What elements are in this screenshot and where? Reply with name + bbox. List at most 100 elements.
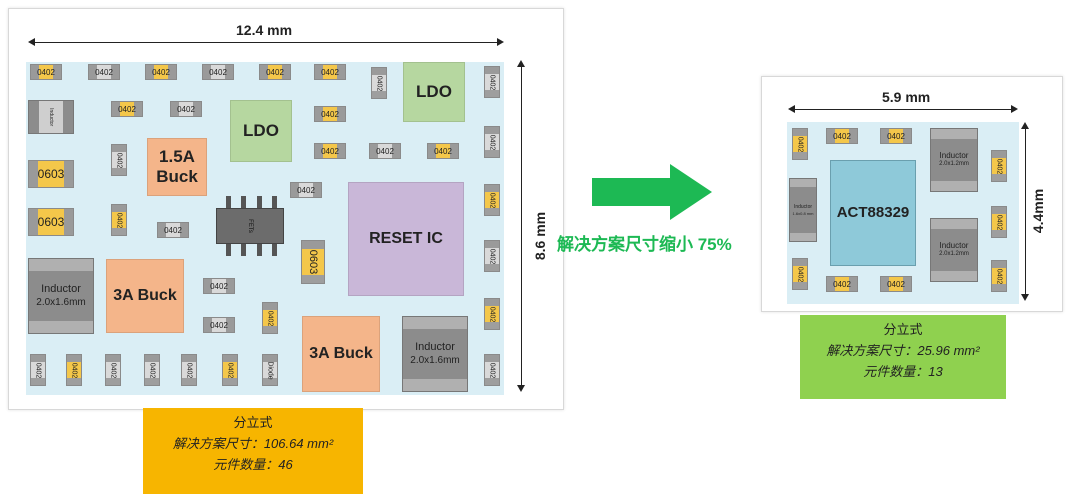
left-info-title: 分立式 xyxy=(233,415,273,430)
buck-1-5a-block: 1.5A Buck xyxy=(147,138,207,196)
left-width-label: 12.4 mm xyxy=(236,22,293,38)
cap-0603: 0603 xyxy=(28,208,74,236)
right-height-label: 4.4mm xyxy=(1030,188,1046,234)
right-info-title: 分立式 xyxy=(883,322,923,337)
cap-0402: 0402 xyxy=(170,101,202,117)
right-inductor-bottom-name: Inductor xyxy=(939,241,969,251)
left-info-count: 元件数量：46 xyxy=(213,457,293,472)
left-height-dimension-line xyxy=(521,64,522,389)
cap-0402: 0402 xyxy=(88,64,120,80)
right-height-arrow-top-icon xyxy=(1021,122,1029,129)
cap-0402: 0402 xyxy=(203,278,235,294)
small-inductor: Inductor xyxy=(28,100,74,134)
cap-0402: 0402 xyxy=(181,354,197,386)
buck-1-5a-label-line1: 1.5A xyxy=(159,147,195,167)
cap-0402: 0402 xyxy=(290,182,322,198)
cap-0402: 0402 xyxy=(202,64,234,80)
reduction-arrow-icon xyxy=(592,164,712,220)
cap-0402: 0402 xyxy=(262,302,278,334)
right-width-arrow-left-icon xyxy=(788,105,795,113)
cap-0402: 0402 xyxy=(484,66,500,98)
right-height-arrow-bottom-icon xyxy=(1021,294,1029,301)
inductor-right: Inductor 2.0x1.6mm xyxy=(402,316,468,392)
right-width-arrow-right-icon xyxy=(1011,105,1018,113)
cap-0402: 0402 xyxy=(144,354,160,386)
cap-0402: 0402 xyxy=(880,276,912,292)
inductor-left: Inductor 2.0x1.6mm xyxy=(28,258,94,334)
cap-0402: 0402 xyxy=(145,64,177,80)
left-width-dimension-line xyxy=(30,42,502,43)
right-info-size: 解决方案尺寸：25.96 mm² xyxy=(826,343,980,358)
fets-pins-bottom xyxy=(222,244,282,256)
right-width-label: 5.9 mm xyxy=(882,89,931,105)
right-height-dimension-line xyxy=(1025,126,1026,298)
reduction-label: 解决方案尺寸缩小 75% xyxy=(557,235,732,254)
cap-0402: 0402 xyxy=(157,222,189,238)
cap-0402: 0402 xyxy=(30,64,62,80)
right-info-count: 元件数量：13 xyxy=(863,364,943,379)
ldo-middle-block: LDO xyxy=(230,100,292,162)
cap-0402: 0402 xyxy=(792,258,808,290)
cap-0402: 0402 xyxy=(991,206,1007,238)
reset-ic-block: RESET IC xyxy=(348,182,464,296)
ldo-top-block: LDO xyxy=(403,62,465,122)
right-small-inductor-name: Inductor xyxy=(793,204,813,211)
left-height-label: 8.6 mm xyxy=(532,211,548,261)
left-width-arrow-left-icon xyxy=(28,38,35,46)
left-info-size: 解决方案尺寸：106.64 mm² xyxy=(172,436,334,451)
cap-0402: 0402 xyxy=(66,354,82,386)
cap-0402: 0402 xyxy=(369,143,401,159)
cap-0402: 0402 xyxy=(371,67,387,99)
buck-3a-right-block: 3A Buck xyxy=(302,316,380,392)
cap-0402: 0402 xyxy=(427,143,459,159)
buck-3a-left-block: 3A Buck xyxy=(106,259,184,333)
fets-block: FETs xyxy=(216,208,284,244)
inductor-right-name: Inductor xyxy=(415,340,455,353)
right-small-inductor-size: 1.6x0.8 mm xyxy=(792,210,814,216)
cap-0402: 0402 xyxy=(484,354,500,386)
cap-0402: 0402 xyxy=(222,354,238,386)
cap-0402: 0402 xyxy=(484,126,500,158)
right-inductor-bottom-size: 2.0x1.2mm xyxy=(939,251,969,258)
inductor-right-size: 2.0x1.6mm xyxy=(410,354,460,366)
right-inductor-top-size: 2.0x1.2mm xyxy=(939,161,969,168)
cap-0402: 0402 xyxy=(259,64,291,80)
cap-0603-vertical: 0603 xyxy=(301,240,325,284)
cap-0402: 0402 xyxy=(826,128,858,144)
cap-0402: 0402 xyxy=(314,106,346,122)
cap-0402: 0402 xyxy=(484,298,500,330)
buck-1-5a-label-line2: Buck xyxy=(156,167,198,186)
cap-0402: 0402 xyxy=(30,354,46,386)
cap-0402: 0402 xyxy=(792,128,808,160)
left-width-arrow-right-icon xyxy=(497,38,504,46)
cap-0402: 0402 xyxy=(484,184,500,216)
cap-0402: 0402 xyxy=(991,260,1007,292)
right-inductor-top: Inductor 2.0x1.2mm xyxy=(930,128,978,192)
right-inductor-top-name: Inductor xyxy=(939,151,969,161)
right-inductor-bottom: Inductor 2.0x1.2mm xyxy=(930,218,978,282)
cap-0402: 0402 xyxy=(111,204,127,236)
right-info-box: 分立式 解决方案尺寸：25.96 mm² 元件数量：13 xyxy=(800,315,1006,399)
left-height-arrow-top-icon xyxy=(517,60,525,67)
inductor-left-name: Inductor xyxy=(41,282,81,295)
diode: Diode xyxy=(262,354,278,386)
cap-0402: 0402 xyxy=(880,128,912,144)
inductor-left-size: 2.0x1.6mm xyxy=(36,296,86,308)
act88329-chip: ACT88329 xyxy=(830,160,916,266)
cap-0402: 0402 xyxy=(314,64,346,80)
cap-0402: 0402 xyxy=(203,317,235,333)
cap-0402: 0402 xyxy=(314,143,346,159)
fets-label: FETs xyxy=(246,219,253,233)
cap-0402: 0402 xyxy=(111,101,143,117)
left-height-arrow-bottom-icon xyxy=(517,385,525,392)
fets-pins-top xyxy=(222,196,282,208)
cap-0402: 0402 xyxy=(105,354,121,386)
right-width-dimension-line xyxy=(790,109,1016,110)
right-small-inductor: Inductor 1.6x0.8 mm xyxy=(789,178,817,242)
cap-0402: 0402 xyxy=(826,276,858,292)
cap-0402: 0402 xyxy=(991,150,1007,182)
cap-0402: 0402 xyxy=(111,144,127,176)
cap-0603: 0603 xyxy=(28,160,74,188)
left-info-box: 分立式 解决方案尺寸：106.64 mm² 元件数量：46 xyxy=(143,408,363,494)
cap-0402: 0402 xyxy=(484,240,500,272)
